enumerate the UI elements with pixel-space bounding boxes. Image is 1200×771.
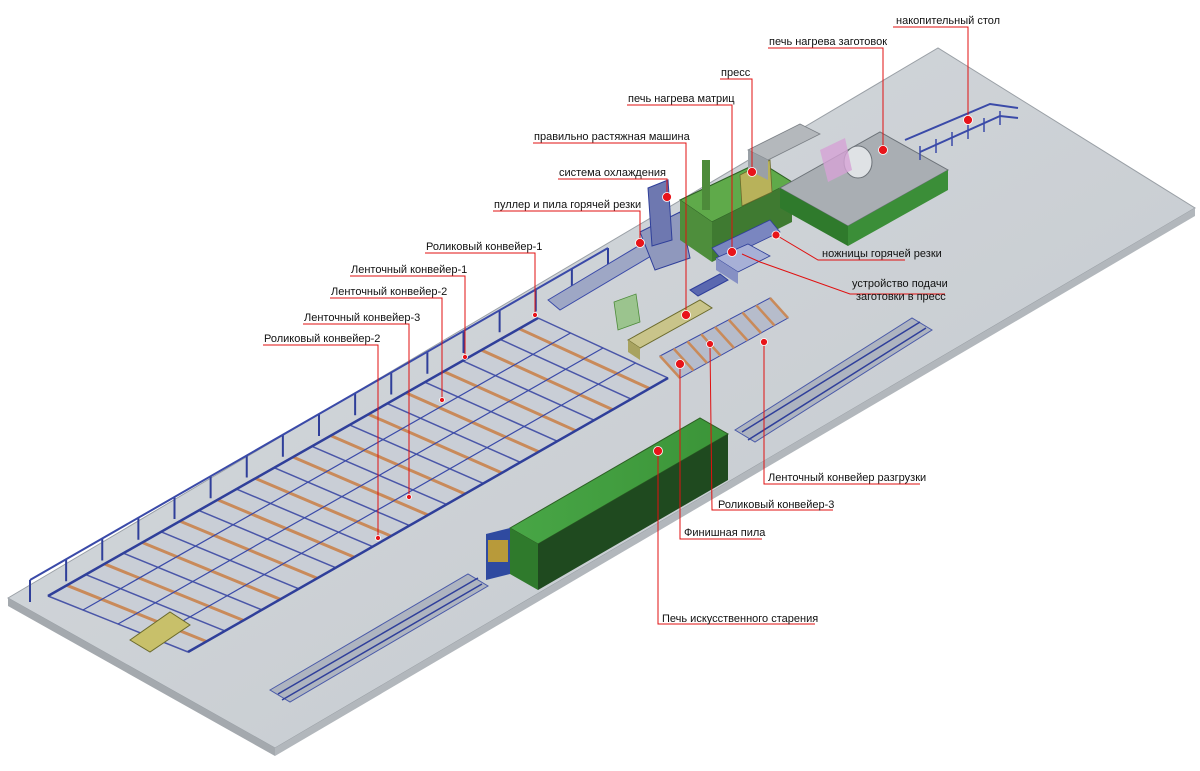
billet-furnace bbox=[778, 131, 950, 246]
storage-rail-lower bbox=[269, 573, 489, 703]
label-unloading-conveyor: Ленточный конвейер разгрузки bbox=[768, 472, 926, 484]
accumulating-table bbox=[904, 102, 1019, 160]
transfer-slat bbox=[727, 318, 749, 342]
label-cooling-system: система охлаждения bbox=[559, 167, 666, 179]
marker-belt-conveyor-1 bbox=[462, 354, 468, 360]
label-billet-feeder-1: устройство подачи bbox=[852, 278, 948, 290]
leader-aging-furnace bbox=[657, 451, 815, 625]
leader-belt-conveyor-2 bbox=[330, 297, 443, 400]
label-press: пресс bbox=[721, 67, 751, 79]
label-billet-furnace: печь нагрева заготовок bbox=[769, 36, 887, 48]
leader-accumulating-table bbox=[893, 26, 969, 120]
leader-belt-conveyor-1 bbox=[350, 275, 466, 357]
transfer-slat bbox=[686, 340, 708, 364]
label-puller-saw: пуллер и пила горячей резки bbox=[494, 199, 641, 211]
label-aging-furnace: Печь искусственного старения bbox=[662, 613, 818, 625]
transfer-slat bbox=[672, 347, 695, 372]
marker-finishing-saw bbox=[675, 359, 685, 369]
conveyor-rail bbox=[152, 362, 636, 639]
leader-roller-conveyor-2 bbox=[263, 344, 379, 538]
cooling-table-field bbox=[29, 247, 669, 654]
leader-stretcher bbox=[533, 142, 687, 315]
transfer-slat bbox=[769, 297, 789, 319]
marker-roller-conveyor-3 bbox=[706, 340, 714, 348]
label-roller-conveyor-1: Роликовый конвейер-1 bbox=[426, 241, 542, 253]
leader-billet-feeder bbox=[741, 253, 945, 295]
marker-unloading-conveyor bbox=[760, 338, 768, 346]
marker-die-furnace bbox=[727, 247, 737, 257]
marker-dots bbox=[375, 115, 973, 541]
label-belt-conveyor-3: Ленточный конвейер-3 bbox=[304, 312, 420, 324]
leader-lines bbox=[263, 26, 969, 625]
leader-die-furnace bbox=[627, 104, 733, 252]
storage-rail-upper bbox=[734, 317, 933, 443]
leader-press bbox=[720, 78, 753, 172]
label-roller-conveyor-2: Роликовый конвейер-2 bbox=[264, 333, 380, 345]
transfer-slat bbox=[741, 311, 762, 334]
leader-belt-conveyor-3 bbox=[303, 323, 410, 497]
leader-roller-conveyor-3 bbox=[709, 343, 833, 511]
rack-legs bbox=[919, 111, 1001, 160]
marker-hot-shear bbox=[771, 230, 781, 240]
marker-billet-furnace bbox=[878, 145, 888, 155]
leader-roller-conveyor-1 bbox=[425, 252, 536, 315]
marker-stretcher bbox=[681, 310, 691, 320]
conveyor-rail bbox=[117, 347, 604, 625]
leader-billet-furnace bbox=[768, 47, 884, 150]
label-billet-feeder-2: заготовки в пресс bbox=[856, 291, 946, 303]
marker-press bbox=[747, 167, 757, 177]
leader-puller-saw bbox=[493, 210, 641, 243]
leader-finishing-saw bbox=[679, 364, 762, 540]
label-belt-conveyor-1: Ленточный конвейер-1 bbox=[351, 264, 467, 276]
label-hot-shear: ножницы горячей резки bbox=[822, 248, 942, 260]
label-die-furnace: печь нагрева матриц bbox=[628, 93, 735, 105]
transfer-slat bbox=[714, 326, 735, 349]
leader-cooling-system bbox=[558, 178, 668, 197]
label-accumulating-table: накопительный стол bbox=[896, 15, 1000, 27]
runout-table bbox=[547, 179, 691, 311]
exit-feeder bbox=[129, 611, 191, 653]
label-roller-conveyor-3: Роликовый конвейер-3 bbox=[718, 499, 834, 511]
conveyor-rail bbox=[82, 332, 571, 611]
stretcher-machine bbox=[613, 273, 729, 360]
structural-columns bbox=[29, 248, 609, 602]
marker-cooling-system bbox=[662, 192, 672, 202]
marker-puller-saw bbox=[635, 238, 645, 248]
label-stretcher: правильно растяжная машина bbox=[534, 131, 691, 143]
conveyor-slats bbox=[47, 317, 669, 653]
label-belt-conveyor-2: Ленточный конвейер-2 bbox=[331, 286, 447, 298]
marker-belt-conveyor-2 bbox=[439, 397, 445, 403]
leader-hot-shear bbox=[775, 234, 905, 261]
marker-roller-conveyor-2 bbox=[375, 535, 381, 541]
callout-labels: накопительный стол печь нагрева заготово… bbox=[264, 15, 1000, 625]
transfer-slat bbox=[659, 355, 681, 379]
marker-roller-conveyor-1 bbox=[532, 312, 538, 318]
transfer-slat bbox=[755, 304, 776, 327]
marker-aging-furnace bbox=[653, 446, 663, 456]
label-finishing-saw: Финишная пила bbox=[684, 527, 766, 539]
leader-unloading-conveyor bbox=[763, 342, 920, 485]
marker-belt-conveyor-3 bbox=[406, 494, 412, 500]
marker-accumulating-table bbox=[963, 115, 973, 125]
